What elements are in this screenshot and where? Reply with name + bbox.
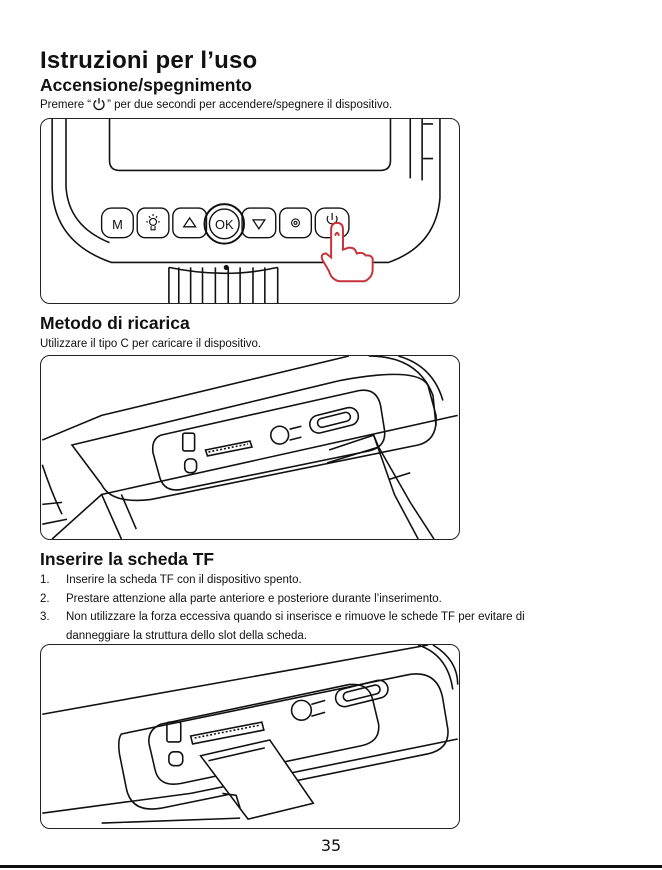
tfcard-figure xyxy=(40,644,460,829)
list-item: 3. Non utilizzare la forza eccessiva quan… xyxy=(40,608,525,627)
power-icon xyxy=(93,98,105,111)
ok-button-label: OK xyxy=(215,217,234,232)
charging-instruction: Utilizzare il tipo C per caricare il dis… xyxy=(40,338,262,350)
power-button-figure: M OK xyxy=(40,118,460,304)
list-item-continuation: danneggiare la struttura dello slot dell… xyxy=(66,629,308,642)
tf-card-insertion-illustration xyxy=(42,645,459,824)
power-heading: Accensione/spegnimento xyxy=(40,75,252,95)
gear-icon xyxy=(291,218,301,228)
list-item-text: Non utilizzare la forza eccessiva quando… xyxy=(66,611,525,623)
list-item-text: Prestare attenzione alla parte anteriore… xyxy=(66,592,442,605)
list-item: 2. Prestare attenzione alla parte anterio… xyxy=(40,590,525,609)
power-instruction: Premere “ ” per due secondi per accendere… xyxy=(40,97,392,113)
power-text-before: Premere “ xyxy=(40,99,92,111)
charging-figure xyxy=(40,355,460,540)
tfcard-instruction-list: 1. Inserire la scheda TF con il dispositi… xyxy=(40,571,525,645)
charging-heading: Metodo di ricarica xyxy=(40,313,190,333)
list-item-number: 1. xyxy=(40,574,50,586)
tfcard-heading: Inserire la scheda TF xyxy=(40,549,215,569)
up-arrow-icon xyxy=(182,216,197,228)
device-front-illustration: M OK xyxy=(51,119,441,303)
bottom-divider xyxy=(0,865,662,868)
list-item-number: 2. xyxy=(40,592,50,605)
button-row xyxy=(100,203,350,245)
usb-c-charging-illustration xyxy=(41,356,458,539)
mode-button-label: M xyxy=(112,217,123,232)
list-item: 1. Inserire la scheda TF con il dispositi… xyxy=(40,571,525,590)
light-icon xyxy=(146,213,160,231)
pointing-hand-icon xyxy=(320,221,374,283)
down-arrow-icon xyxy=(251,219,267,230)
power-text-after: ” per due secondi per accendere/spegnere… xyxy=(107,99,393,111)
list-item-number: 3. xyxy=(40,611,50,623)
list-item-text: Inserire la scheda TF con il dispositivo… xyxy=(66,574,302,586)
page-number: 35 xyxy=(320,836,342,855)
page-title: Istruzioni per l’uso xyxy=(40,47,258,74)
